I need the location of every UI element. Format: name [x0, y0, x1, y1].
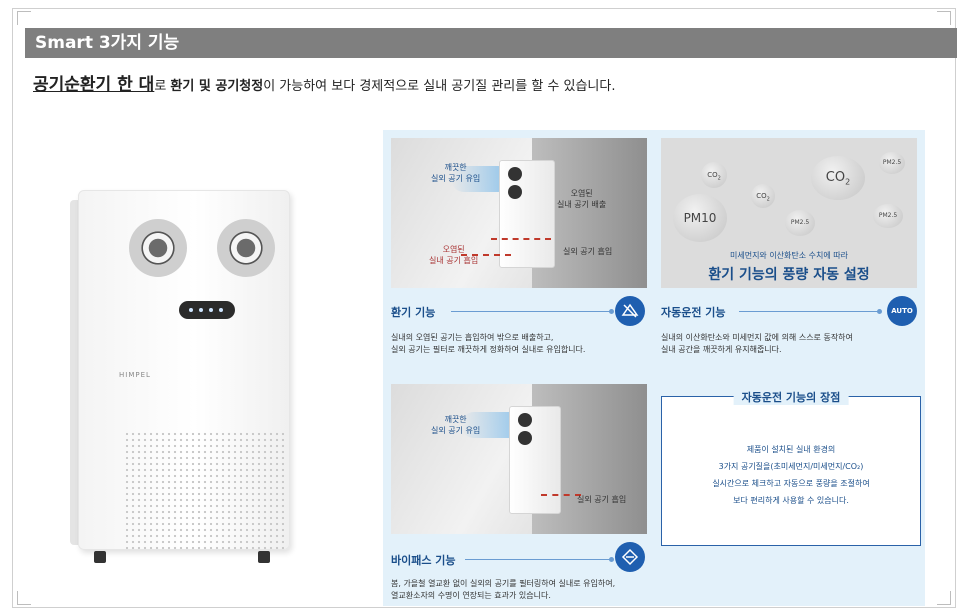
- control-display: [179, 301, 235, 319]
- dirty-air-flow: [491, 238, 551, 240]
- advantage-box: 자동운전 기능의 장점 제품이 설치된 실내 환경의 3가지 공기질을(초미세먼…: [661, 389, 921, 546]
- corner-mark: [937, 591, 951, 605]
- label-outdoor-in: 실외 공기 흡입: [563, 247, 613, 256]
- section-title: Smart 3가지 기능: [35, 33, 180, 53]
- wheel-icon: [258, 551, 270, 563]
- product-image: HIMPEL: [70, 190, 290, 565]
- bypass-title: 바이패스 기능: [391, 554, 456, 567]
- ventilation-icon: [615, 296, 645, 326]
- co2-pm-illustration: CO2 CO2 CO2 PM10 PM2.5 PM2.5 PM2.5 미세먼지와…: [661, 138, 917, 288]
- wheel-icon: [94, 551, 106, 563]
- section-title-bar: Smart 3가지 기능: [25, 28, 957, 58]
- intro-text: 공기순환기 한 대로 환기 및 공기청정이 가능하여 보다 경제적으로 실내 공…: [33, 75, 616, 97]
- unit: [499, 160, 555, 268]
- intro-lead: 공기순환기 한 대: [33, 75, 155, 95]
- advantage-title: 자동운전 기능의 장점: [733, 389, 849, 405]
- co2-bubble: CO2: [751, 184, 775, 208]
- co2-bubble-large: CO2: [811, 156, 865, 200]
- bypass-icon: [615, 542, 645, 572]
- auto-title: 자동운전 기능: [661, 306, 726, 319]
- ventilation-desc: 실내의 오염된 공기는 흡입하여 밖으로 배출하고,실외 공기는 필터로 깨끗하…: [391, 333, 586, 354]
- intro-part1: 로: [154, 79, 171, 94]
- label-outdoor-in: 실외 공기 흡입: [577, 495, 627, 504]
- auto-icon: AUTO: [887, 296, 917, 326]
- auto-illustration-sub: 미세먼지와 이산화탄소 수치에 따라: [729, 251, 849, 260]
- corner-mark: [17, 11, 31, 25]
- intro-bold: 환기 및 공기청정: [170, 79, 264, 94]
- auto-illustration-main: 환기 기능의 풍량 자동 설정: [708, 267, 870, 283]
- product-body: HIMPEL: [78, 190, 290, 550]
- pm10-bubble: PM10: [673, 194, 727, 242]
- co2-bubble: CO2: [701, 162, 727, 188]
- auto-divider: [739, 309, 882, 314]
- fan-left-icon: [129, 219, 187, 277]
- pm25-bubble: PM2.5: [785, 210, 815, 236]
- unit: [509, 406, 561, 514]
- corner-mark: [17, 591, 31, 605]
- intro-rest: 이 가능하여 보다 경제적으로 실내 공기질 관리를 할 수 있습니다.: [263, 79, 616, 94]
- pm25-bubble: PM2.5: [873, 204, 903, 228]
- product-grille: [124, 431, 284, 549]
- bypass-desc: 봄, 가을철 열교환 없이 실외의 공기를 필터링하여 실내로 유입하여,열교환…: [391, 579, 616, 600]
- ventilation-divider: [451, 309, 614, 314]
- pm25-bubble: PM2.5: [879, 152, 905, 174]
- product-brand: HIMPEL: [119, 371, 151, 379]
- dirty-air-flow: [461, 254, 511, 256]
- advantage-text: 제품이 설치된 실내 환경의 3가지 공기질을(초미세먼지/미세먼지/CO₂) …: [712, 445, 870, 505]
- outdoor-air-flow: [541, 494, 581, 496]
- ventilation-title: 환기 기능: [391, 306, 436, 319]
- bypass-divider: [465, 557, 614, 562]
- corner-mark: [937, 11, 951, 25]
- fan-right-icon: [217, 219, 275, 277]
